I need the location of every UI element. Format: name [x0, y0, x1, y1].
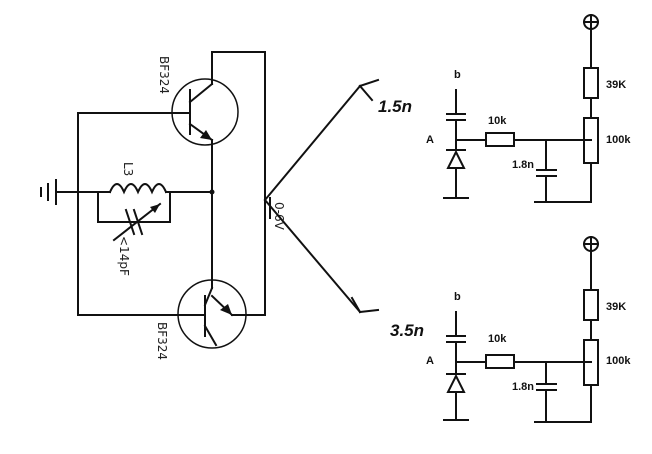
bottom-capacitance-label: 3.5n: [390, 321, 424, 340]
transistor-top-label: BF324: [157, 56, 171, 94]
inductor-l3: [108, 183, 168, 195]
top-capacitance-label: 1.5n: [378, 97, 412, 116]
leader-lines: [263, 78, 380, 314]
bottom-potentiometer-label: 100k: [606, 355, 631, 367]
top-potentiometer-label: 100k: [606, 134, 631, 146]
top-resistor-39k-label: 39K: [606, 79, 626, 91]
bottom-node-a-label: A: [426, 355, 434, 367]
bottom-node-b-label: b: [454, 291, 461, 303]
bottom-series-resistor-label: 10k: [488, 333, 507, 345]
oscillator-circuit: L3 <14pF BF324: [40, 51, 286, 360]
top-series-resistor-label: 10k: [488, 115, 507, 127]
transistor-bottom: [177, 279, 247, 349]
varactor-network-bottom: 3.5n b A 10k 1.8n 39K 100k: [390, 236, 631, 423]
wire-right-rail: [211, 51, 266, 316]
bottom-resistor-39k-label: 39K: [606, 301, 626, 313]
bottom-shunt-cap-label: 1.8n: [512, 381, 534, 393]
top-node-b-label: b: [454, 69, 461, 81]
capacitor-label: <14pF: [117, 236, 131, 276]
wire-top-base: [77, 112, 179, 316]
ground-symbol-left: [40, 179, 99, 205]
top-shunt-cap-label: 1.8n: [512, 159, 534, 171]
variable-capacitor: [112, 202, 162, 242]
top-node-a-label: A: [426, 134, 434, 146]
transistor-bottom-label: BF324: [155, 322, 169, 360]
transistor-top: [171, 78, 239, 146]
inductor-label: L3: [121, 162, 135, 176]
varactor-network-top: 1.5n b A 10k 1.8n 39K: [378, 14, 631, 203]
